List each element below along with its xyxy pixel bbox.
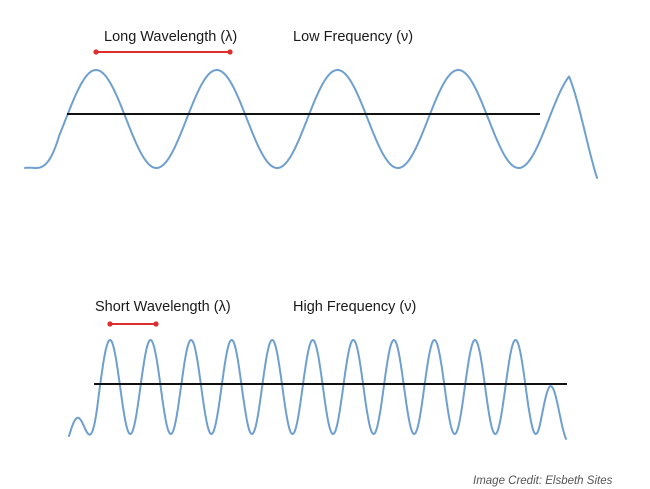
long-wavelength-left-dot (93, 49, 99, 55)
short-wavelength-marker (107, 321, 159, 327)
short-wavelength-right-dot (153, 321, 159, 327)
image-credit: Image Credit: Elsbeth Sites (473, 475, 613, 487)
long-wavelength-label: Long Wavelength (λ) (104, 29, 237, 45)
short-wavelength-left-dot (107, 321, 113, 327)
high-frequency-label: High Frequency (ν) (293, 299, 416, 315)
short-wavelength-panel: Short Wavelength (λ) High Frequency (ν) (68, 299, 567, 440)
low-frequency-label: Low Frequency (ν) (293, 29, 413, 45)
long-wavelength-panel: Long Wavelength (λ) Low Frequency (ν) (24, 29, 598, 179)
short-wavelength-label: Short Wavelength (λ) (95, 299, 231, 315)
long-wavelength-right-dot (227, 49, 233, 55)
long-wave-curve (24, 69, 598, 179)
long-wavelength-marker (93, 49, 233, 55)
short-wave-curve (68, 339, 567, 440)
